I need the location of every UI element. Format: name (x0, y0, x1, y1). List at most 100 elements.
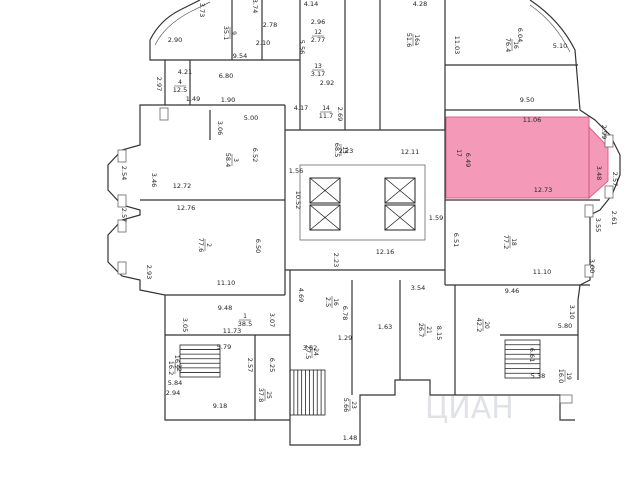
dimension-label: 2.94 (166, 389, 180, 397)
room-label-r12: 122.77 (311, 29, 325, 44)
highlighted-unit[interactable] (445, 116, 590, 199)
elevator-core (299, 164, 426, 241)
dimension-label: 2.54 (120, 166, 128, 180)
room-area: 27.5 (304, 345, 312, 359)
room-area: 16.2 (167, 361, 175, 375)
dimension-label: 4.28 (413, 0, 427, 8)
room-number: 17 (455, 149, 462, 157)
dimension-label: 12.76 (177, 204, 196, 212)
dimension-label: 2.96 (311, 18, 325, 26)
room-area: 77.2 (502, 235, 510, 249)
dimension-label: 3.00 (588, 259, 596, 273)
room-number: 12 (314, 29, 322, 36)
dimension-label: 5.56 (298, 40, 306, 54)
dimension-label: 2.23 (332, 253, 340, 267)
dimension-label: 2.92 (320, 79, 334, 87)
room-number: 2 (205, 243, 212, 247)
room-number: 18 (510, 238, 517, 246)
dimension-label: 3.07 (268, 313, 276, 327)
dimension-label: 11.06 (523, 116, 542, 124)
room-label-r1: 138.5 (238, 313, 252, 328)
dimension-label: 12.16 (376, 248, 395, 256)
room-label-r13: 133.17 (311, 63, 325, 78)
dimension-label: 3.06 (216, 121, 224, 135)
dimension-label: 1.63 (378, 323, 392, 331)
stairs (179, 339, 541, 416)
dimension-label: 9.46 (505, 287, 519, 295)
dimension-label: 2.99 (600, 125, 608, 139)
dimension-label: 2.78 (263, 21, 277, 29)
dimension-label: 9.18 (213, 402, 227, 410)
room-area: 12.5 (173, 86, 187, 94)
dimension-label: 3.48 (595, 166, 603, 180)
dimension-label: 1.56 (289, 167, 303, 175)
dimension-label: 2.61 (610, 211, 618, 225)
highlighted-unit-bay[interactable] (588, 125, 609, 200)
dimension-label: 4.69 (297, 288, 305, 302)
room-area: 51.6 (405, 33, 413, 47)
room-area: 76.4 (504, 38, 512, 52)
room-number: 19 (565, 372, 572, 380)
dimension-label: 5.38 (531, 372, 545, 380)
dimension-label: 2.10 (256, 39, 270, 47)
dimension-label: 3.55 (594, 218, 602, 232)
dimension-label: 4.21 (178, 68, 192, 76)
dimension-label: 8.15 (435, 326, 443, 340)
room-number: 14 (322, 105, 330, 112)
room-number: 24 (312, 348, 319, 356)
room-area: 58.4 (224, 153, 232, 167)
dimension-label: 16.2 (173, 355, 181, 369)
dimension-label: 3.73 (198, 3, 206, 17)
windows (117, 107, 614, 404)
room-number: 16 (512, 41, 519, 49)
dimension-label: 11.10 (217, 279, 236, 287)
dimension-label: 9.48 (218, 304, 232, 312)
room-label-r17: 17 (455, 149, 462, 157)
dimension-label: 2.57 (611, 172, 619, 186)
dimension-label: 6.80 (219, 72, 233, 80)
room-number: 15 (341, 146, 348, 154)
room-area: 77.6 (197, 238, 205, 252)
dimension-label: 3.10 (568, 305, 576, 319)
room-number: 23 (350, 401, 357, 409)
room-number: 16а (413, 34, 420, 46)
room-label-r9: 935.1 (222, 26, 237, 40)
dimension-label: 1.48 (343, 434, 357, 442)
room-area: 26.7 (417, 323, 425, 337)
dimension-label: 1.59 (429, 214, 443, 222)
room-area: 3.17 (311, 70, 325, 78)
room-area: 38.5 (238, 320, 252, 328)
room-area: 37.8 (257, 388, 265, 402)
dimension-label: 10.52 (294, 191, 302, 210)
dimension-label: 1.29 (338, 334, 352, 342)
dimension-label: 2.93 (145, 265, 153, 279)
dimension-label: 2.57 (120, 208, 128, 222)
dimension-label: 5.00 (244, 114, 258, 122)
dimension-label: 3.74 (251, 0, 259, 13)
dimension-label: 2.97 (155, 77, 163, 91)
outer-walls (107, 0, 621, 446)
dimension-label: 2.23 (339, 147, 353, 155)
dimension-label: 3.54 (411, 284, 425, 292)
room-area: 16.0 (557, 369, 565, 383)
dimension-label: 9.50 (520, 96, 534, 104)
room-label-r3: 358.4 (224, 153, 239, 167)
dimension-label: 12.72 (173, 182, 192, 190)
room-area: 5.66 (342, 398, 350, 412)
dimension-label: 6.50 (254, 239, 262, 253)
dimension-label: 2.90 (168, 36, 182, 44)
dimension-label: 4.17 (294, 104, 308, 112)
room-label-r4: 412.5 (173, 79, 187, 94)
dimension-label: 11.03 (453, 36, 461, 55)
dimension-label: 6.61 (528, 348, 536, 362)
